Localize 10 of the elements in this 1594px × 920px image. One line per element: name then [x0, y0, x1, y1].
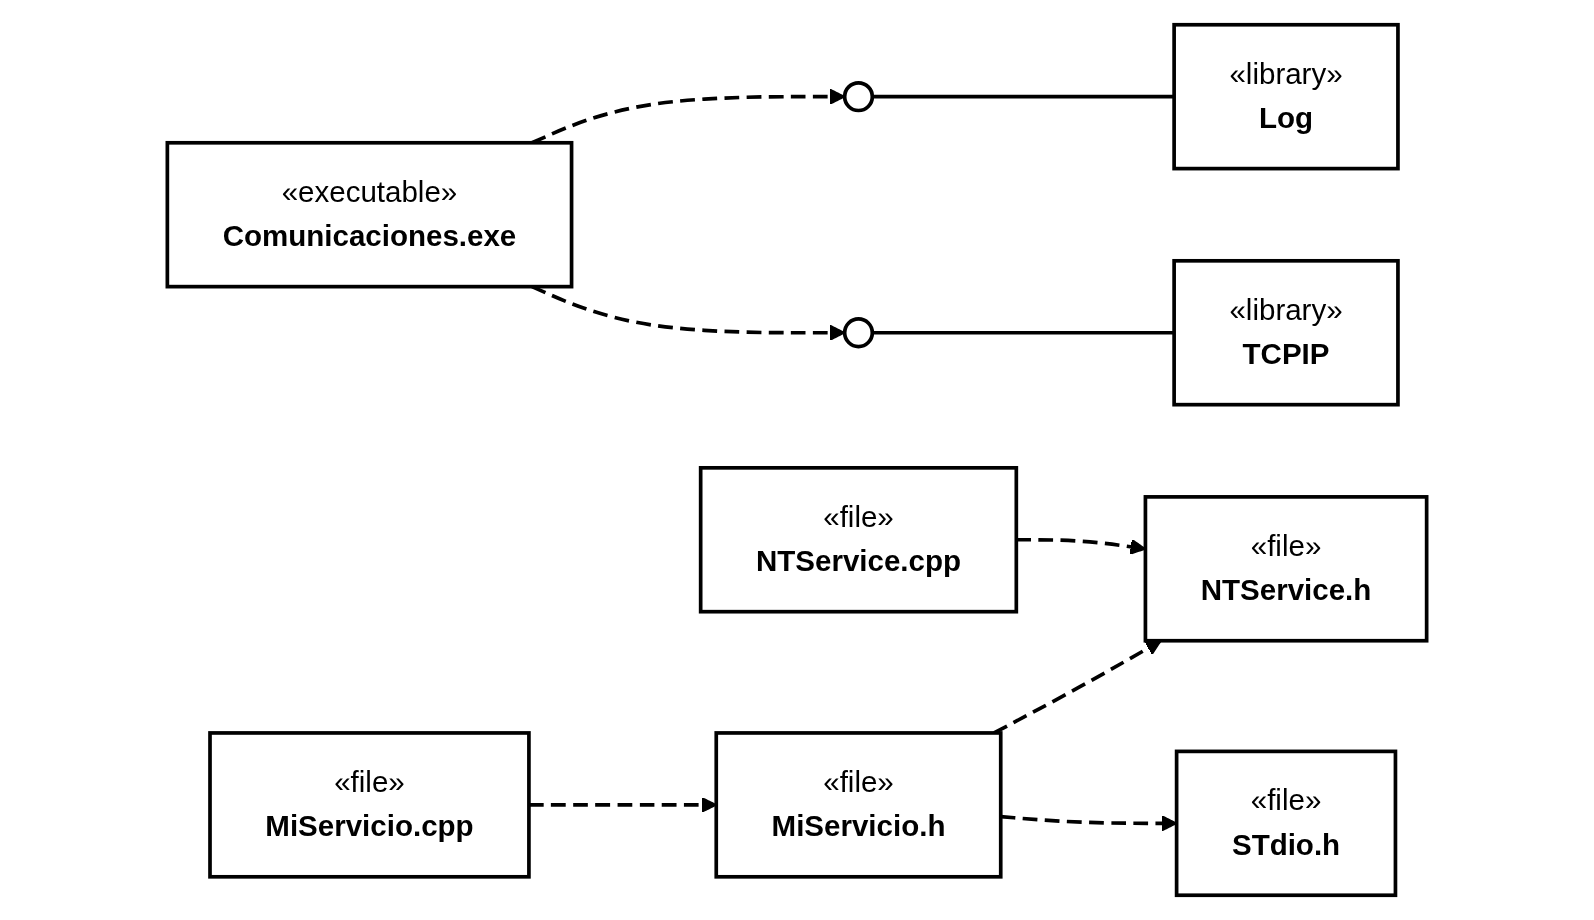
- node-box: «file» STdio.h: [1174, 749, 1398, 898]
- node-box: «library» Log: [1172, 22, 1400, 171]
- node-box: «library» TCPIP: [1172, 258, 1400, 407]
- node-box: «file» MiServicio.cpp: [208, 731, 531, 879]
- node-box: «file» MiServicio.h: [714, 731, 1003, 879]
- node-box: «executable» Comunicaciones.exe: [165, 140, 574, 289]
- node-circle: [842, 317, 875, 349]
- node-box: «file» NTService.cpp: [698, 466, 1019, 614]
- node-box: «file» NTService.h: [1143, 495, 1429, 643]
- node-circle: [842, 81, 875, 113]
